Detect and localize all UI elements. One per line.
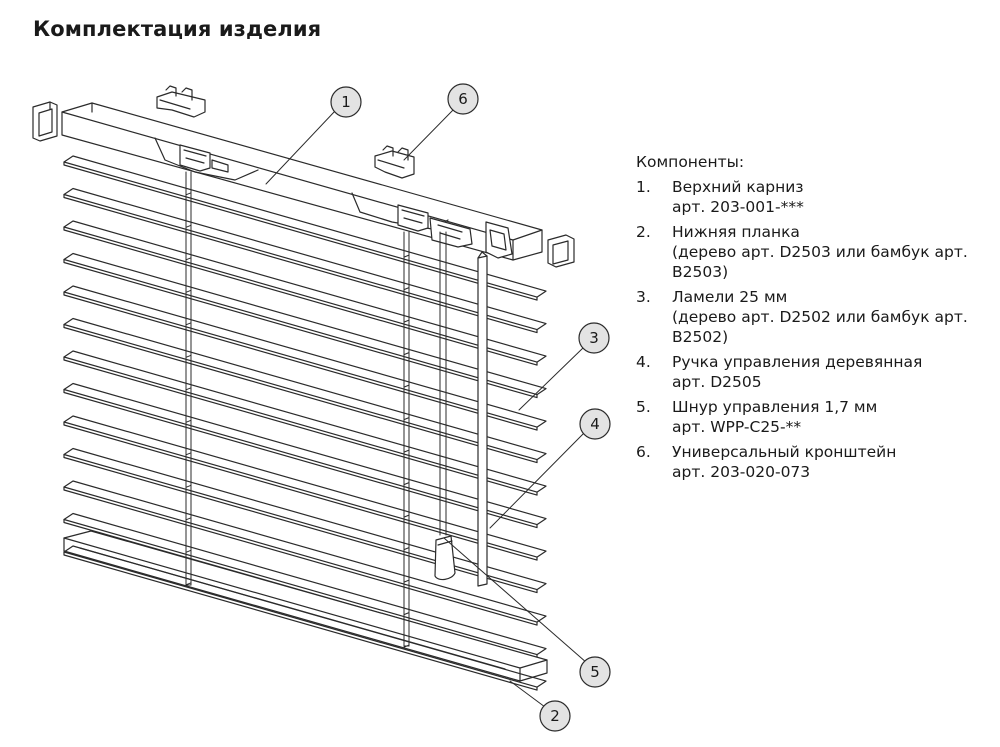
slats (63, 155, 547, 691)
component-item: 5. Шнур управления 1,7 мм арт. WPP-C25-** (636, 397, 986, 437)
slat (63, 512, 547, 656)
slat (63, 447, 547, 591)
component-description: Ручка управления деревянная арт. D2505 (672, 352, 986, 392)
component-number: 5. (636, 398, 651, 416)
control-cord (434, 231, 456, 581)
callout-5-label: 5 (590, 663, 600, 681)
callout-3: 3 (578, 322, 610, 354)
component-number: 4. (636, 353, 651, 371)
slat-edge (63, 323, 538, 464)
callout-1: 1 (330, 86, 362, 118)
slat (63, 382, 547, 526)
component-description-line: Шнур управления 1,7 мм (672, 398, 878, 416)
component-description-line: арт. D2505 (672, 373, 762, 391)
slat (63, 415, 547, 558)
component-description-line: Верхний карниз (672, 178, 804, 196)
component-item: 6. Универсальный кронштейн арт. 203-020-07… (636, 442, 986, 482)
slat-edge (63, 551, 538, 691)
slat-edge (63, 291, 538, 431)
slat (63, 252, 547, 396)
slat (63, 220, 547, 363)
slat-edge (63, 453, 538, 594)
component-description-line: B2502) (672, 328, 729, 346)
component-number: 2. (636, 223, 651, 241)
bottom-rail (63, 530, 548, 682)
component-description-line: Ручка управления деревянная (672, 353, 923, 371)
callout-4: 4 (579, 408, 611, 440)
callout-4-label: 4 (590, 415, 600, 433)
control-wand (477, 251, 488, 587)
component-number: 6. (636, 443, 651, 461)
components-legend: Компоненты: 1. Верхний карниз арт. 203-001… (636, 152, 986, 482)
components-heading: Компоненты: (636, 153, 745, 171)
component-description-line: Универсальный кронштейн (672, 443, 897, 461)
component-description-line: B2503) (672, 263, 729, 281)
component-description: Универсальный кронштейн арт. 203-020-073 (672, 442, 986, 482)
component-description-line: (дерево арт. D2502 или бамбук арт. (672, 308, 968, 326)
components-list: 1. Верхний карниз арт. 203-001-*** 2. Нижняя… (636, 177, 986, 482)
component-item: 1. Верхний карниз арт. 203-001-*** (636, 177, 986, 217)
component-description-line: арт. 203-001-*** (672, 198, 804, 216)
slat-edge (63, 193, 538, 334)
bracket-left (156, 85, 206, 118)
callout-3-label: 3 (589, 329, 599, 347)
callout-1-label: 1 (341, 93, 351, 111)
component-description-line: арт. WPP-C25-** (672, 418, 802, 436)
page-title: Комплектация изделия (33, 17, 322, 41)
bracket-right (374, 145, 415, 179)
component-description: Шнур управления 1,7 мм арт. WPP-C25-** (672, 397, 986, 437)
slat-edge (63, 161, 538, 301)
component-number: 1. (636, 178, 651, 196)
slat (63, 285, 547, 428)
leader-lines (265, 107, 588, 708)
component-description: Нижняя планка (дерево арт. D2503 или бамб… (672, 222, 986, 282)
callout-6: 6 (447, 83, 479, 115)
component-number: 3. (636, 288, 651, 306)
slat (63, 187, 547, 331)
component-description-line: Ламели 25 мм (672, 288, 788, 306)
ladder-strings (185, 171, 410, 648)
tilt-mechanism-left (179, 144, 229, 173)
component-description-line: Нижняя планка (672, 223, 800, 241)
callout-5: 5 (579, 656, 611, 688)
component-item: 2. Нижняя планка (дерево арт. D2503 или ба… (636, 222, 986, 282)
callout-2: 2 (539, 700, 571, 732)
component-description: Ламели 25 мм (дерево арт. D2502 или бамбу… (672, 287, 986, 347)
slat (63, 545, 547, 688)
end-cap-right (547, 234, 575, 268)
callout-6-label: 6 (458, 90, 468, 108)
slat-edge (63, 226, 538, 366)
slat-edge (63, 258, 538, 399)
end-cap-left (32, 101, 58, 142)
component-description-line: арт. 203-020-073 (672, 463, 811, 481)
component-description: Верхний карниз арт. 203-001-*** (672, 177, 986, 217)
slat-edge (63, 356, 538, 496)
slat (63, 155, 547, 298)
slat (63, 350, 547, 493)
slat-edge (63, 486, 538, 626)
component-item: 3. Ламели 25 мм (дерево арт. D2502 или бам… (636, 287, 986, 347)
slat (63, 317, 547, 461)
slat-edge (63, 421, 538, 561)
component-item: 4. Ручка управления деревянная арт. D2505 (636, 352, 986, 392)
slat (63, 480, 547, 623)
callout-2-label: 2 (550, 707, 560, 725)
slat-edge (63, 388, 538, 529)
component-description-line: (дерево арт. D2503 или бамбук арт. (672, 243, 968, 261)
